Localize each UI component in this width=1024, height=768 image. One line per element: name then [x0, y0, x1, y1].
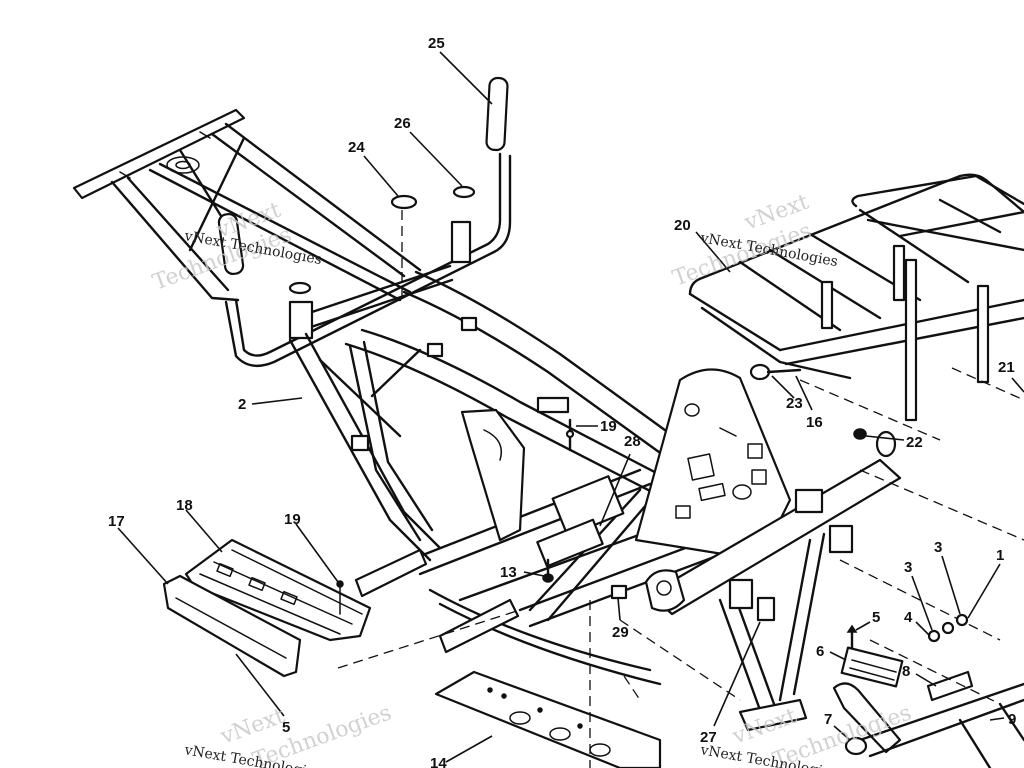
- callouts: 25 26 24 20 2 19 28 23 16 22 21 17 18 19…: [108, 35, 1024, 768]
- callout-3-right: 3: [934, 539, 942, 556]
- lower-rail: [434, 600, 662, 768]
- front-skid-plate: [162, 538, 372, 678]
- callout-16: 16: [806, 414, 823, 431]
- callout-5-left: 5: [282, 719, 290, 736]
- callout-6: 6: [816, 643, 824, 660]
- watermarks: vNext Technologies vNext Technologies vN…: [150, 190, 915, 768]
- rear-gusset-plate: [634, 368, 792, 562]
- callout-19-bottom: 19: [284, 511, 301, 528]
- callout-29: 29: [612, 624, 629, 641]
- callout-4: 4: [904, 609, 913, 626]
- callout-13: 13: [500, 564, 517, 581]
- callout-27: 27: [700, 729, 717, 746]
- callout-8: 8: [902, 663, 910, 680]
- front-rack-frame: [72, 108, 422, 302]
- callout-22: 22: [906, 434, 923, 451]
- callout-17: 17: [108, 513, 125, 530]
- callout-20: 20: [674, 217, 691, 234]
- grab-handle-assembly: [217, 76, 512, 368]
- callout-3-left: 3: [904, 559, 912, 576]
- callout-9: 9: [1008, 711, 1016, 728]
- callout-19-top: 19: [600, 418, 617, 435]
- callout-1: 1: [996, 547, 1004, 564]
- callout-18: 18: [176, 497, 193, 514]
- rear-step-assembly: [832, 639, 1024, 768]
- callout-2: 2: [238, 396, 246, 413]
- rear-crossmember: [619, 430, 1024, 732]
- callout-21: 21: [998, 359, 1015, 376]
- centerlines: [337, 272, 641, 701]
- rear-rack: [688, 173, 1024, 441]
- callout-14: 14: [430, 755, 447, 768]
- callout-26: 26: [394, 115, 411, 132]
- callout-7: 7: [824, 711, 832, 728]
- callout-23: 23: [786, 395, 803, 412]
- callout-5-right: 5: [872, 609, 880, 626]
- callout-24: 24: [348, 139, 365, 156]
- callout-28: 28: [624, 433, 641, 450]
- callout-25: 25: [428, 35, 445, 52]
- hardware-parts: [542, 363, 969, 650]
